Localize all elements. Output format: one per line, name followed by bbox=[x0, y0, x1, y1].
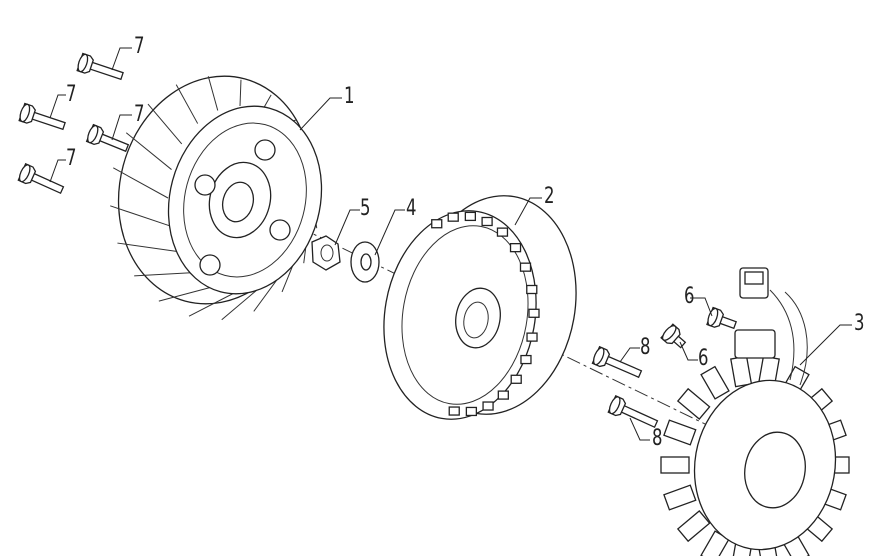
bolt bbox=[85, 123, 130, 153]
magnet-slot bbox=[496, 227, 509, 237]
fan-fin bbox=[207, 76, 219, 111]
bolt bbox=[591, 345, 643, 379]
callout-label-flywheel: 2 bbox=[544, 184, 555, 209]
fan-fin bbox=[125, 132, 172, 170]
leader-lines bbox=[49, 47, 852, 441]
bolt bbox=[706, 306, 738, 330]
bolt bbox=[660, 323, 687, 349]
fan-fin bbox=[110, 205, 172, 227]
center-axis bbox=[139, 149, 801, 471]
bolt bbox=[18, 102, 66, 131]
magnet-slot bbox=[528, 308, 540, 318]
callout-label-bolt-8b: 8 bbox=[652, 426, 663, 451]
bolt bbox=[17, 162, 65, 195]
nut bbox=[311, 235, 341, 271]
callout-label-bolt-7a: 7 bbox=[134, 34, 145, 59]
magnet-slot bbox=[482, 401, 494, 411]
magnet-slot bbox=[481, 216, 493, 227]
callout-label-bolt-7d: 7 bbox=[66, 146, 77, 171]
callout-label-bolt-6a: 6 bbox=[684, 284, 695, 309]
magnet-slot bbox=[510, 374, 522, 384]
stator-pole bbox=[676, 510, 711, 543]
magnet-slot bbox=[519, 262, 532, 272]
magnet-slot bbox=[497, 390, 509, 400]
magnet-slot bbox=[465, 406, 478, 417]
magnet-slot bbox=[526, 332, 538, 342]
fan-fin bbox=[113, 167, 169, 199]
fan-fin bbox=[158, 285, 218, 302]
callout-label-bolt-7b: 7 bbox=[66, 82, 77, 107]
callout-label-nut: 5 bbox=[360, 196, 371, 221]
stator-pole bbox=[663, 419, 697, 446]
callout-label-bolt-8a: 8 bbox=[640, 335, 651, 360]
magnet-slot bbox=[464, 211, 477, 222]
fan-fin bbox=[147, 103, 183, 145]
magnet-slot bbox=[447, 212, 459, 222]
stator-pole bbox=[730, 355, 753, 388]
callout-label-fan: 1 bbox=[344, 84, 355, 109]
stator-pole bbox=[663, 484, 697, 511]
callout-label-washer: 4 bbox=[406, 196, 417, 221]
magnet-slot bbox=[509, 243, 522, 253]
callout-label-bolt-6b: 6 bbox=[698, 346, 709, 371]
magnet-slot bbox=[526, 284, 538, 295]
fan-fin bbox=[175, 84, 199, 124]
stator-pole bbox=[700, 365, 730, 400]
fan-fin bbox=[188, 289, 241, 317]
washer bbox=[350, 241, 380, 283]
stator-pole bbox=[660, 456, 690, 474]
bolt bbox=[607, 394, 659, 429]
magnet-slot bbox=[431, 219, 443, 229]
bolt bbox=[76, 52, 124, 81]
callout-label-stator: 3 bbox=[854, 311, 865, 336]
fan-fin bbox=[117, 242, 182, 253]
fan-fin bbox=[134, 271, 198, 277]
cooling-fan bbox=[110, 75, 323, 321]
stator-coil bbox=[660, 267, 850, 556]
stator-pole bbox=[676, 387, 711, 420]
magnet-slot bbox=[520, 354, 532, 365]
flywheel-rotor bbox=[383, 195, 577, 420]
callout-label-bolt-7c: 7 bbox=[134, 102, 145, 127]
fan-fin bbox=[239, 79, 242, 107]
magnet-slot bbox=[448, 406, 460, 416]
